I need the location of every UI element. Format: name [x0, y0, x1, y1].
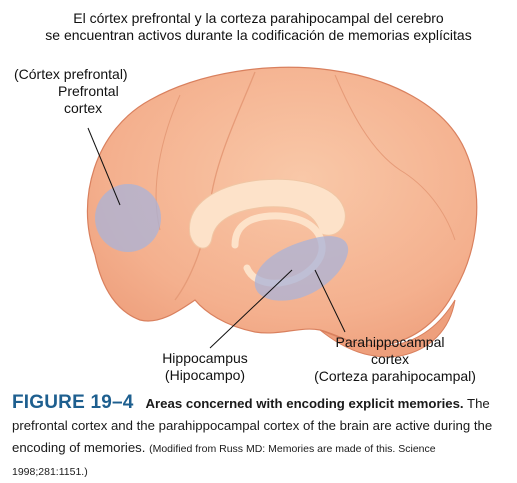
prefrontal-region — [95, 184, 161, 252]
parahippocampal-label-en-1: Parahippocampal — [310, 334, 470, 350]
prefrontal-label-en-2: cortex — [64, 100, 102, 116]
hippocampus-label-es: (Hipocampo) — [140, 367, 270, 383]
figure-number: FIGURE 19–4 — [12, 392, 134, 413]
prefrontal-label-es: (Córtex prefrontal) — [14, 66, 128, 82]
parahippocampal-label-es: (Corteza parahipocampal) — [290, 368, 500, 384]
figure-caption: FIGURE 19–4 Areas concerned with encoding… — [12, 392, 512, 483]
hippocampus-label-en: Hippocampus — [140, 350, 270, 366]
figure-title: Areas concerned with encoding explicit m… — [146, 396, 464, 411]
prefrontal-label-en-1: Prefrontal — [58, 83, 119, 99]
parahippocampal-label-en-2: cortex — [310, 351, 470, 367]
